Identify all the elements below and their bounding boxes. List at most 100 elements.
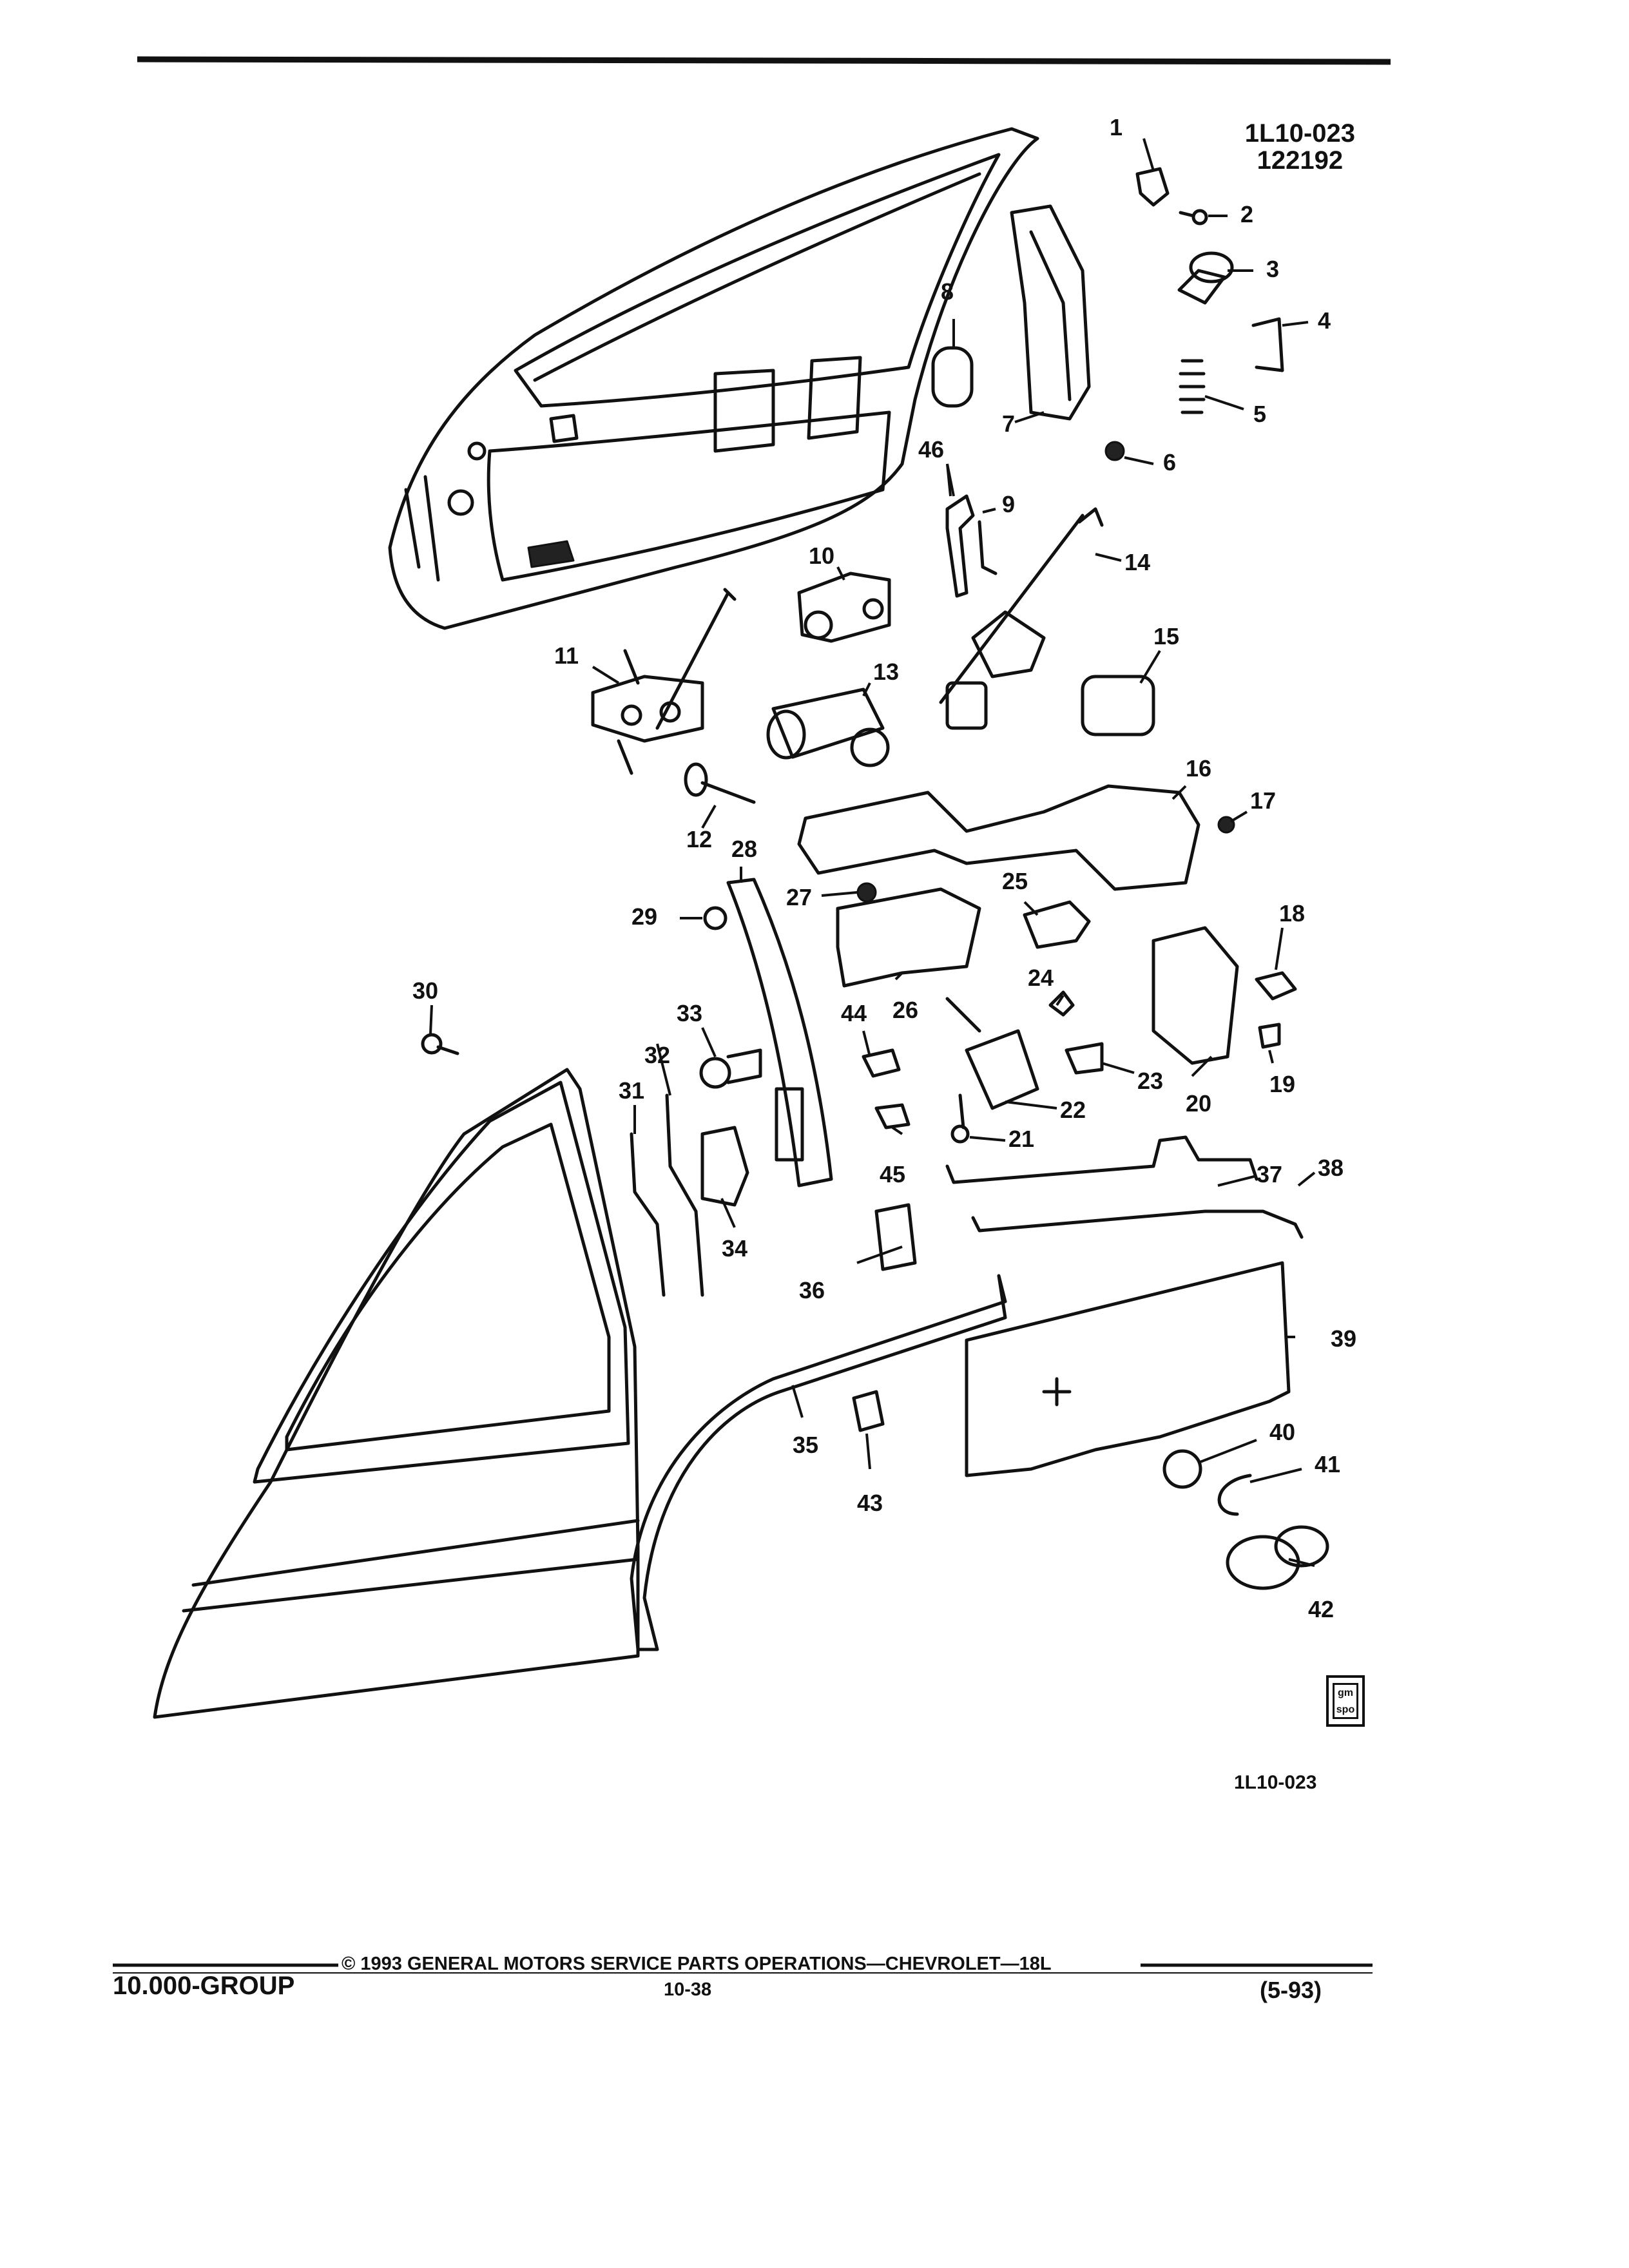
callout-17: 17 [1250,787,1276,814]
callout-7: 7 [1002,410,1015,437]
callout-19: 19 [1269,1071,1295,1097]
callout-9: 9 [1002,491,1015,517]
callout-33: 33 [677,1000,702,1026]
part-27-screw [856,882,877,903]
part-44-clip [862,1048,901,1078]
callout-40: 40 [1269,1419,1295,1445]
part-2-screw [1179,209,1208,226]
callout-38: 38 [1318,1155,1344,1181]
part-29-nut [703,906,728,930]
callout-25: 25 [1002,868,1028,894]
callout-6: 6 [1163,449,1176,476]
part-30-bolt [421,1033,459,1055]
part-23-clip [1065,1042,1104,1075]
part-22-actuator [945,997,1039,1110]
callout-32: 32 [644,1042,670,1068]
part-42-grommet [1226,1525,1329,1590]
callout-34: 34 [722,1235,747,1262]
part-43-clip [852,1390,885,1432]
part-36-clip [874,1203,917,1271]
callout-8: 8 [941,278,954,305]
callout-22: 22 [1060,1097,1086,1123]
callout-39: 39 [1331,1325,1356,1352]
part-34-latch [700,1126,749,1207]
part-19-clip [1258,1023,1281,1049]
callout-45: 45 [880,1161,905,1187]
part-14-regulator [939,507,1104,730]
callout-2: 2 [1240,201,1253,227]
part-31-rod [630,1132,666,1297]
part-38-rod [971,1209,1304,1239]
part-25-lever [1023,900,1091,949]
part-39-sound-barrier [965,1261,1291,1477]
callout-37: 37 [1257,1161,1282,1187]
callout-29: 29 [631,903,657,930]
callout-27: 27 [786,884,812,910]
part-20-latch [1152,926,1239,1065]
callout-13: 13 [873,658,899,685]
bottom-drawing-number: 1L10-023 [1234,1772,1317,1793]
gmspo-logo-text: gm spo [1333,1683,1358,1719]
callout-31: 31 [619,1077,644,1104]
callout-46: 46 [918,436,944,463]
top-rule [137,56,1391,65]
part-41-clip [1217,1474,1252,1516]
callout-4: 4 [1318,307,1331,334]
part-28-slot [775,1087,804,1162]
callout-10: 10 [809,543,834,569]
part-15-striker [1081,675,1155,736]
callout-11: 11 [554,642,579,669]
footer-page-number: 10-38 [664,1979,712,2000]
footer-revision-date: (5-93) [1260,1977,1322,2003]
part-16-panel [797,784,1200,891]
part-9-rod [978,520,998,575]
part-39-mark [1042,1377,1072,1407]
callout-3: 3 [1266,256,1279,282]
part-17-fastener [1217,816,1235,834]
part-13-motor [766,687,890,767]
callout-16: 16 [1186,755,1211,782]
callout-35: 35 [793,1432,818,1458]
part-28-channel [726,878,833,1187]
callout-30: 30 [412,977,438,1004]
callout-43: 43 [857,1490,883,1516]
callout-20: 20 [1186,1090,1211,1117]
callout-41: 41 [1315,1451,1340,1477]
door-outer-panel [153,1068,640,1719]
leader-lines [429,138,1316,1567]
callout-labels: 1 2 3 4 5 6 7 8 9 10 11 12 13 14 15 16 1… [412,114,1356,1622]
callout-1: 1 [1110,114,1123,140]
callout-15: 15 [1153,623,1179,649]
part-26-handle [836,887,981,988]
door-shell-upper [388,127,1039,630]
part-18-clip [1255,971,1297,1001]
part-5-spring [1179,359,1206,414]
part-32-rod [665,1093,704,1297]
part-24-clip [1048,990,1075,1017]
part-7-bracket [1010,204,1091,421]
callout-14: 14 [1124,549,1150,575]
callout-5: 5 [1253,401,1266,427]
callout-12: 12 [686,826,712,852]
part-37-rod [945,1135,1258,1184]
callout-23: 23 [1137,1068,1163,1094]
drawing-number: 1L10-023 [1244,119,1355,148]
footer-copyright: © 1993 GENERAL MOTORS SERVICE PARTS OPER… [342,1954,1052,1974]
callout-18: 18 [1279,900,1305,927]
callout-44: 44 [841,1000,867,1026]
part-21-screw [950,1093,970,1144]
callout-24: 24 [1028,965,1054,991]
callout-42: 42 [1308,1596,1334,1622]
footer-group-label: 10.000-GROUP [113,1972,295,2000]
part-3-actuator [1177,251,1234,305]
part-6-fastener [1104,441,1125,461]
drawing-date: 122192 [1257,146,1344,175]
part-8-grommet [931,346,974,408]
part-10-motor-bracket [797,572,891,643]
drawing-identifier: 1L10-023 122192 [1245,120,1355,174]
part-35-channel [630,1274,1007,1651]
part-40-grommet [1162,1449,1202,1489]
part-11-regulator [591,588,737,775]
callout-21: 21 [1008,1126,1034,1152]
